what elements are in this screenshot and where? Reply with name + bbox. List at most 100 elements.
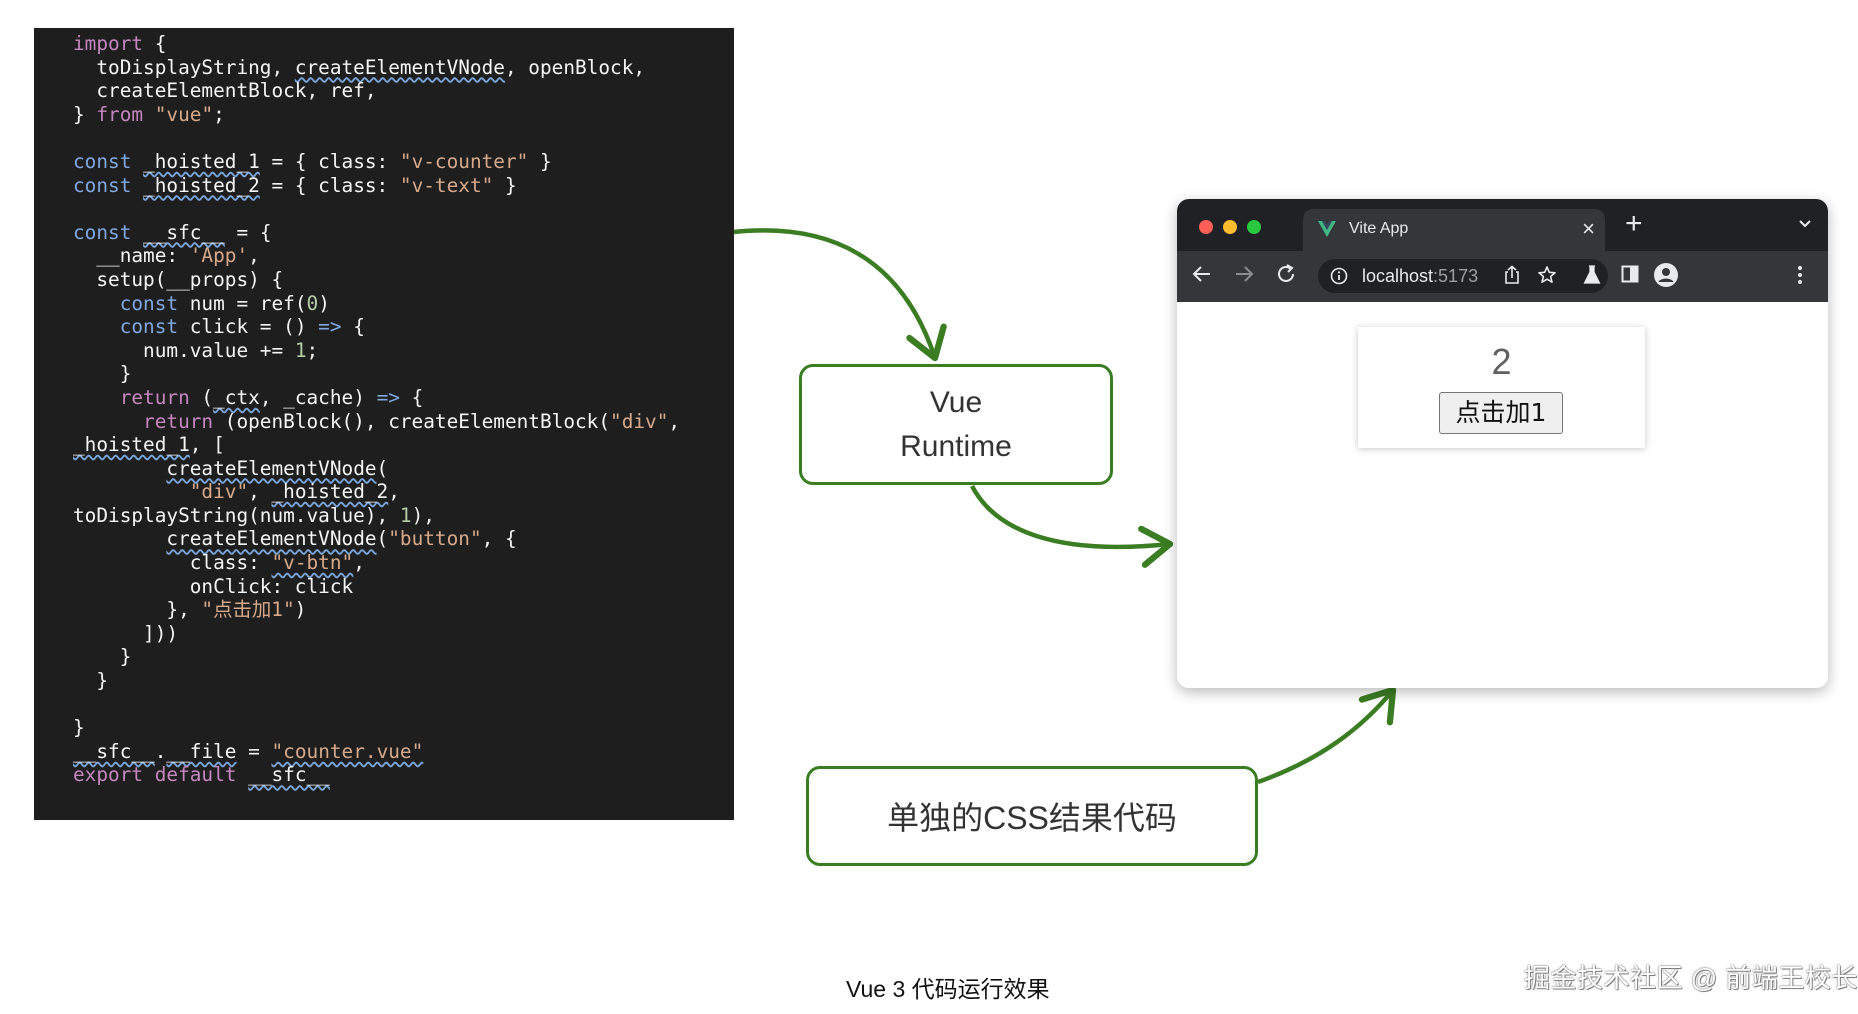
code-token: _hoisted_1 [73, 433, 190, 457]
code-token: ), [411, 503, 435, 527]
back-arrow-icon[interactable] [1191, 263, 1213, 285]
code-token: onClick: click [73, 574, 354, 598]
code-token: { [341, 315, 365, 339]
code-token: const [119, 291, 179, 315]
code-line: __name: 'App', [73, 244, 734, 268]
arrow-runtime-to-browser [970, 484, 1174, 568]
code-line: export default __sfc__ [73, 763, 734, 787]
code-line: ])) [73, 622, 734, 646]
code-token: , [248, 244, 260, 268]
code-token: num.value += [73, 338, 295, 362]
more-menu-icon[interactable] [1797, 265, 1803, 285]
code-token: 1 [399, 503, 412, 527]
code-token: class: [73, 551, 272, 575]
code-token: createElementVNode [166, 527, 377, 551]
code-token: } [73, 669, 109, 693]
address-bar[interactable]: localhost:5173 [1318, 259, 1608, 293]
code-token: ( [376, 527, 389, 551]
code-token: __name: [73, 244, 190, 268]
maximize-window-dot[interactable] [1247, 220, 1261, 234]
vue-runtime-box: Vue Runtime [799, 364, 1113, 485]
code-line: setup(__props) { [73, 268, 734, 292]
code-line: return (_ctx, _cache) => { [73, 386, 734, 410]
code-line: } [73, 645, 734, 669]
tab-vite-app[interactable]: Vite App × [1303, 209, 1605, 251]
code-token: , [248, 480, 272, 504]
code-token: return [119, 385, 190, 409]
code-line: const click = () => { [73, 315, 734, 339]
code-token: const [119, 315, 179, 339]
code-line: const num = ref(0) [73, 292, 734, 316]
code-token: { [399, 385, 424, 409]
code-token: , _cache) [259, 385, 377, 409]
code-token: createElementVNode [294, 55, 505, 79]
code-token: = { class: [259, 149, 400, 173]
chevron-down-icon[interactable] [1798, 219, 1812, 229]
share-icon[interactable] [1503, 265, 1521, 285]
code-line: } [73, 362, 734, 386]
code-token: , openBlock, [504, 55, 646, 79]
code-token: const [73, 173, 132, 197]
code-token: "v-text" [399, 173, 494, 197]
vue-runtime-label-line1: Vue [929, 385, 983, 419]
code-line: onClick: click [73, 575, 734, 599]
arrow-code-to-runtime [733, 228, 947, 362]
code-token: => [318, 315, 342, 339]
new-tab-icon[interactable]: + [1625, 207, 1643, 240]
code-token: 1 [294, 338, 307, 362]
code-token: "v-counter" [399, 149, 529, 173]
tab-title: Vite App [1349, 220, 1409, 237]
code-line: createElementBlock, ref, [73, 79, 734, 103]
code-token: export [73, 763, 144, 787]
code-line: __sfc__.__file = "counter.vue" [73, 740, 734, 764]
css-result-box: 单独的CSS结果代码 [806, 766, 1258, 866]
increment-button[interactable]: 点击加1 [1439, 392, 1563, 434]
code-token: , [668, 409, 681, 433]
code-line: const _hoisted_1 = { class: "v-counter" … [73, 150, 734, 174]
code-token: setup(__props) { [73, 267, 284, 291]
code-token: const [73, 149, 132, 173]
code-token: 0 [306, 291, 319, 315]
code-token: (openBlock(), createElementBlock( [213, 409, 611, 433]
arrow-css-to-browser [1257, 686, 1397, 785]
browser-toolbar: localhost:5173 [1177, 251, 1828, 302]
code-token: "div" [610, 409, 669, 433]
address-host: localhost [1362, 266, 1434, 286]
code-line: "div", _hoisted_2, [73, 480, 734, 504]
code-panel: import { toDisplayString, createElementV… [34, 28, 734, 820]
code-token: ) [318, 291, 330, 315]
code-token: , [353, 551, 365, 575]
bookmark-star-icon[interactable] [1537, 265, 1557, 285]
code-line: _hoisted_1, [ [73, 433, 734, 457]
code-token: 'App' [189, 244, 249, 268]
labs-flask-icon[interactable] [1583, 265, 1601, 285]
counter-card: 2 点击加1 [1358, 327, 1645, 448]
tab-close-icon[interactable]: × [1582, 216, 1595, 241]
minimize-window-dot[interactable] [1223, 220, 1237, 234]
code-token: } [528, 149, 552, 173]
code-token: }, [73, 598, 202, 622]
code-token: } [73, 645, 132, 669]
code-token: _hoisted_2 [143, 173, 260, 197]
code-token: ( [376, 456, 389, 480]
code-line: } [73, 716, 734, 740]
code-token: } [73, 362, 132, 386]
code-token: , { [481, 527, 517, 551]
code-token: __sfc__ [73, 739, 155, 763]
info-icon[interactable] [1330, 267, 1348, 285]
close-window-dot[interactable] [1199, 220, 1213, 234]
code-token: toDisplayString, [73, 55, 295, 79]
profile-avatar-icon[interactable] [1653, 262, 1679, 288]
tab-bar: Vite App × + [1177, 199, 1828, 251]
code-token: __sfc__ [248, 763, 330, 787]
code-line: }, "点击加1") [73, 598, 734, 622]
code-token: "vue" [154, 102, 214, 126]
code-token: "button" [388, 527, 482, 551]
side-panel-icon[interactable] [1621, 265, 1639, 283]
reload-icon[interactable] [1275, 263, 1297, 285]
code-token: from [96, 102, 144, 126]
address-url: localhost:5173 [1362, 266, 1478, 287]
code-token: createElementVNode [166, 456, 377, 480]
forward-arrow-icon[interactable] [1233, 263, 1255, 285]
